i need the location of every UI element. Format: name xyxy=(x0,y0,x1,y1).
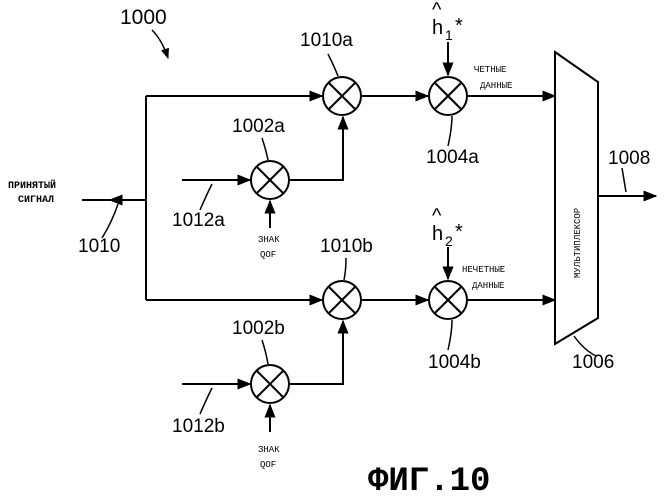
qof-lower-line2: QOF xyxy=(260,460,276,470)
multiplier-1010b-label: 1010b xyxy=(320,236,373,257)
output-ref-leader xyxy=(622,168,626,192)
lower-product-line xyxy=(289,321,343,384)
even-data-label-line1: ЧЕТНЫЕ xyxy=(474,65,506,75)
input-1012a-label: 1012a xyxy=(172,210,225,231)
multiplier-1010a-label: 1010a xyxy=(300,30,353,51)
channel-h2-subscript: 2 xyxy=(445,233,453,249)
input-ref-label: 1010 xyxy=(78,236,120,257)
multiplier-1002a-leader xyxy=(262,138,268,160)
multiplexer-ref-label: 1006 xyxy=(572,352,614,373)
multiplier-1010b-leader xyxy=(344,258,346,280)
multiplier-1010a-leader xyxy=(328,54,338,76)
multiplier-1004b-leader xyxy=(448,320,452,350)
upper-product-line xyxy=(289,117,343,180)
odd-data-label-line2: ДАННЫЕ xyxy=(472,281,504,291)
input-1012b-label: 1012b xyxy=(172,416,225,437)
multiplier-1004b-label: 1004b xyxy=(428,352,481,373)
even-data-label-line2: ДАННЫЕ xyxy=(480,81,512,91)
qof-upper-line1: ЗНАК xyxy=(258,235,280,245)
multiplier-1002b-label: 1002b xyxy=(232,318,285,339)
multiplexer-label: МУЛЬТИПЛЕКСОР xyxy=(573,208,583,278)
qof-upper-line2: QOF xyxy=(260,250,276,260)
figure-id-label: 1000 xyxy=(120,6,167,29)
channel-h1-subscript: 1 xyxy=(445,27,453,43)
multiplier-1004b xyxy=(429,281,467,319)
odd-data-label-line1: НЕЧЕТНЫЕ xyxy=(462,265,505,275)
multiplier-1004a-label: 1004a xyxy=(426,147,479,168)
qof-lower-line1: ЗНАК xyxy=(258,445,280,455)
received-signal-label-line1: ПРИНЯТЫЙ xyxy=(8,178,56,192)
received-signal-label-line2: СИГНАЛ xyxy=(18,195,54,206)
multiplexer-block xyxy=(555,52,598,344)
multiplier-1004a xyxy=(429,77,467,115)
multiplier-1002b xyxy=(251,365,289,403)
multiplier-1004a-leader xyxy=(448,116,452,146)
channel-h2-star: * xyxy=(455,221,463,243)
multiplier-1002a xyxy=(251,161,289,199)
multiplier-1010a xyxy=(323,77,361,115)
input-1012b-leader xyxy=(200,388,212,414)
input-ref-leader xyxy=(102,204,118,238)
figure-caption: ФИГ.10 xyxy=(368,463,490,500)
multiplier-1002b-leader xyxy=(262,340,268,364)
multiplier-1010b xyxy=(323,281,361,319)
multiplier-1002a-label: 1002a xyxy=(232,116,285,137)
channel-h2-hat: ^ xyxy=(432,205,442,227)
figure-id-pointer xyxy=(152,30,168,58)
channel-h1-hat: ^ xyxy=(432,0,442,21)
channel-h1-star: * xyxy=(455,15,463,37)
output-ref-label: 1008 xyxy=(608,148,650,169)
input-1012a-leader xyxy=(200,184,212,210)
